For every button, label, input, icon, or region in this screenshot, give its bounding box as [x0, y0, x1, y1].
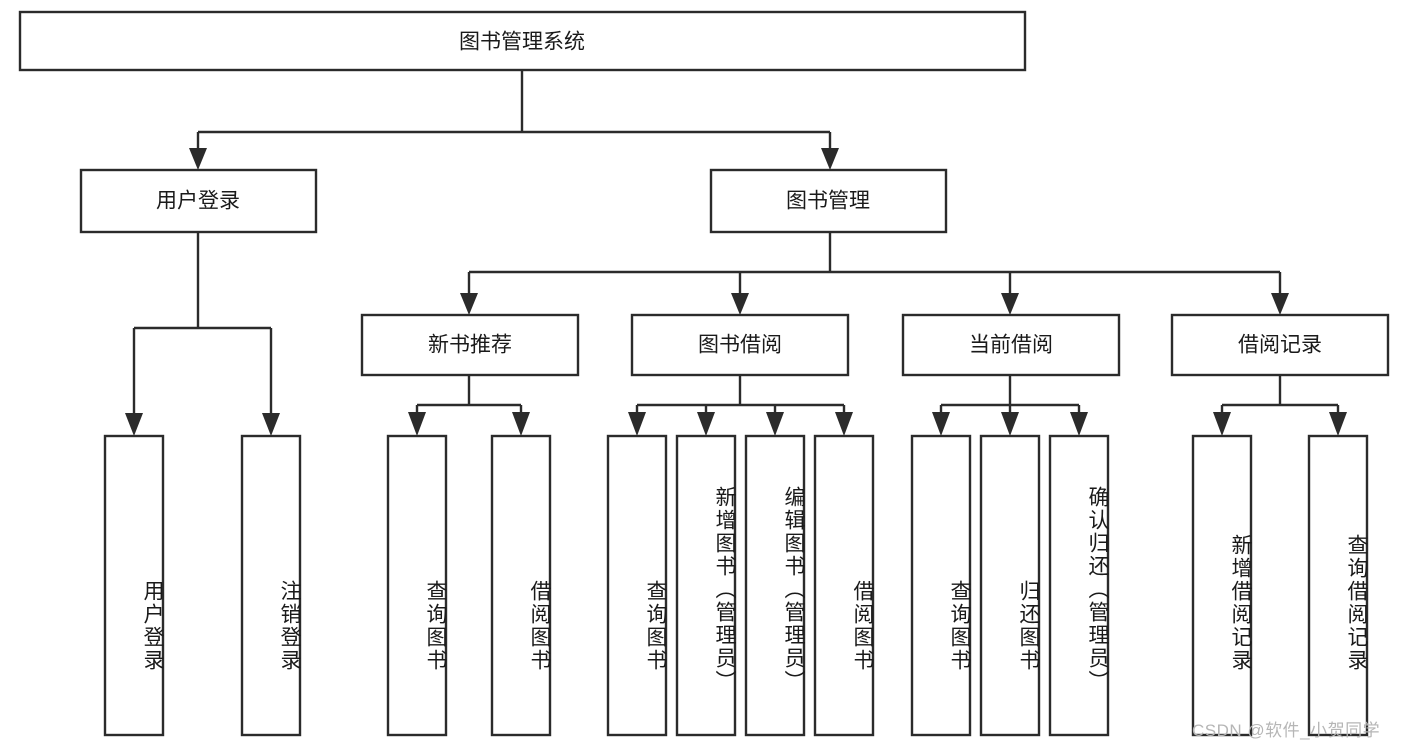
- node-current-borrow-label: 当前借阅: [969, 334, 1053, 357]
- leafbox-leaf-query-book-1[interactable]: [386, 434, 448, 737]
- arrowhead-leaf-edit-book: [766, 412, 784, 436]
- leafbox-leaf-borrow-book-2[interactable]: [813, 434, 875, 737]
- connector-group-currentborrow: [932, 375, 1088, 436]
- arrowhead-currentborrow: [1001, 293, 1019, 315]
- leafbox-leaf-add-book[interactable]: [675, 434, 737, 737]
- leafbox-leaf-query-record[interactable]: [1307, 434, 1369, 737]
- arrowhead-leaf-query-book-3: [932, 412, 950, 436]
- node-book-manage[interactable]: [709, 168, 948, 234]
- node-borrow-record-label: 借阅记录: [1238, 334, 1322, 357]
- node-root[interactable]: [18, 10, 1027, 72]
- arrowhead-leaf-query-record: [1329, 412, 1347, 436]
- leafbox-leaf-return-book[interactable]: [979, 434, 1041, 737]
- leafbox-leaf-add-record[interactable]: [1191, 434, 1253, 737]
- arrowhead-bookmanage: [821, 148, 839, 170]
- node-root-label: 图书管理系统: [459, 31, 585, 54]
- arrowhead-leaf-confirm-return: [1070, 412, 1088, 436]
- leafbox-leaf-query-book-3[interactable]: [910, 434, 972, 737]
- arrowhead-leaf-logout: [262, 413, 280, 436]
- arrowhead-leaf-add-record: [1213, 412, 1231, 436]
- arrowhead-leaf-borrow-book-2: [835, 412, 853, 436]
- node-current-borrow[interactable]: [901, 313, 1121, 377]
- connector-group-bookmanage: [460, 232, 1289, 315]
- node-new-book-rec[interactable]: [360, 313, 580, 377]
- leafbox-leaf-confirm-return[interactable]: [1048, 434, 1110, 737]
- connector-group-userlogin: [125, 232, 280, 436]
- node-borrow-record[interactable]: [1170, 313, 1390, 377]
- arrowhead-leaf-query-book-2: [628, 412, 646, 436]
- arrowhead-userlogin: [189, 148, 207, 170]
- arrowhead-leaf-return-book: [1001, 412, 1019, 436]
- connector-group-newbookrec: [408, 375, 530, 436]
- node-book-borrow[interactable]: [630, 313, 850, 377]
- leafbox-leaf-query-book-2[interactable]: [606, 434, 668, 737]
- node-book-manage-label: 图书管理: [786, 190, 870, 213]
- arrowhead-leaf-borrow-book-1: [512, 412, 530, 436]
- arrowhead-borrowrecord: [1271, 293, 1289, 315]
- node-user-login-label: 用户登录: [156, 190, 240, 213]
- node-book-borrow-label: 图书借阅: [698, 334, 782, 357]
- arrowhead-bookborrow: [731, 293, 749, 315]
- connector-group-borrowrecord: [1213, 375, 1347, 436]
- csdn-watermark: CSDN @软件_小贺同学: [1192, 721, 1381, 740]
- arrowhead-leaf-add-book: [697, 412, 715, 436]
- leafbox-leaf-user-login[interactable]: [103, 434, 165, 737]
- arrowhead-newbookrec: [460, 293, 478, 315]
- leafbox-leaf-borrow-book-1[interactable]: [490, 434, 552, 737]
- node-user-login[interactable]: [79, 168, 318, 234]
- leafbox-leaf-logout[interactable]: [240, 434, 302, 737]
- arrowhead-leaf-userlogin: [125, 413, 143, 436]
- node-new-book-rec-label: 新书推荐: [428, 334, 512, 357]
- connector-group-bookborrow: [628, 375, 853, 436]
- connector-group-root: [189, 70, 839, 170]
- arrowhead-leaf-query-book-1: [408, 412, 426, 436]
- leafbox-leaf-edit-book[interactable]: [744, 434, 806, 737]
